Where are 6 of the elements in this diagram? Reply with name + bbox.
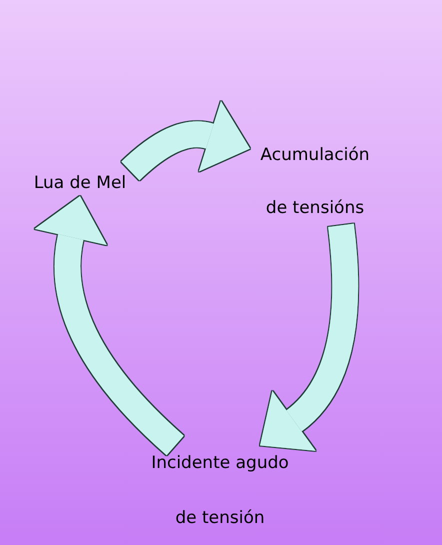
node-label: Acumulación	[259, 145, 371, 165]
node-label: Incidente agudo	[150, 453, 290, 473]
curved-arrow	[262, 224, 358, 450]
node-label: de tensións	[264, 198, 366, 218]
node-label: de tensión	[174, 508, 266, 528]
node-label: Lua de Mel	[32, 173, 128, 193]
